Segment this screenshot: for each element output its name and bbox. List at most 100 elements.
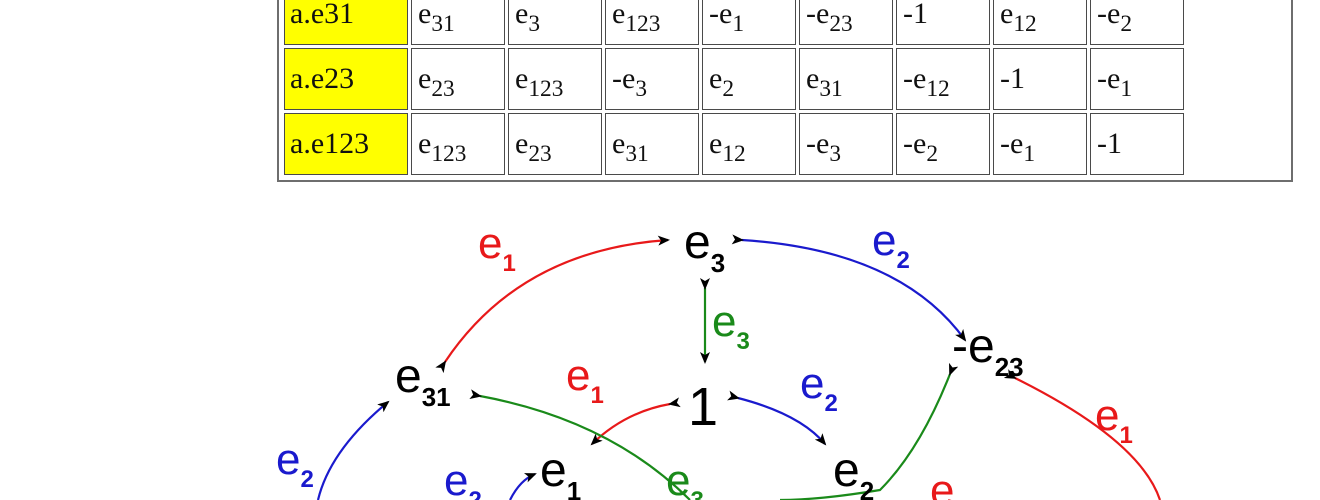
edge-neg-e23-right [1003,369,1162,500]
edge-e31-e3 [435,235,670,374]
node-base: 1 [688,377,718,437]
cell-subscript: 123 [625,11,661,38]
edge-label-base: e [566,351,590,400]
edge-label-lbl-e1-far-right: e1 [1095,391,1133,449]
edge-label-subscript: 1 [1119,422,1132,449]
cell-subscript: 1 [732,11,745,38]
table-cell: e123 [605,0,699,45]
node-one: 1 [688,377,718,437]
table-cell: e3 [508,0,602,45]
cell-base: e [719,0,733,30]
table-cell: -e1 [1090,48,1184,110]
edge-e31-green [469,389,691,500]
cell-subscript: 23 [528,141,552,168]
edge-label-base: e [1095,391,1119,440]
edge-label-lbl-e2-top: e2 [872,216,910,274]
cell-subscript: 3 [635,76,648,103]
table-cell: e12 [993,0,1087,45]
cell-subscript: 123 [528,76,564,103]
node-subscript: 3 [711,248,725,278]
edge-label-subscript: 3 [736,328,749,355]
cell-subscript: 123 [431,141,467,168]
table-cell: -e2 [1090,0,1184,45]
cell-base: e [709,127,723,160]
cell-subscript: 31 [625,141,649,168]
edge-label-lbl-e1-center: e1 [566,351,604,409]
edge-label-subscript: 2 [468,487,481,500]
table-cell: -e23 [799,0,893,45]
edge-label-subscript: 2 [824,390,837,417]
edge-e3-neg-e23 [731,234,967,342]
edge-label-lbl-e2-low: e2 [444,456,482,500]
edge-label-subscript: 3 [690,487,703,500]
cell-sign: - [1000,127,1010,160]
node-e1: e1 [540,444,581,500]
table-cell: -e1 [702,0,796,45]
cell-base: e [515,0,529,30]
cell-base: e [622,62,636,95]
edge-label-base: e [666,456,690,500]
edge-label-lbl-e1-low-right: e [930,466,954,500]
edge-e1-left [509,472,537,500]
cell-subscript: 2 [926,141,939,168]
edge-label-base: e [276,435,300,484]
edge-label-base: e [930,466,954,500]
table-cell: -1 [896,0,990,45]
table-cell: -e3 [605,48,699,110]
edge-e31-left [316,400,390,500]
cell-subscript: 12 [1013,11,1037,38]
cell-base: e [418,62,432,95]
cell-base: -1 [903,0,928,30]
cell-subscript: 2 [722,76,735,103]
node-subscript: 1 [567,476,581,500]
table-cell: e23 [508,113,602,175]
cell-subscript: 3 [829,141,842,168]
table-cell: e123 [508,48,602,110]
row-header: a.e31 [284,0,408,45]
cell-base: e [1010,127,1024,160]
cell-sign: - [1097,0,1107,30]
edge-label-lbl-e3-mid: e3 [712,297,750,355]
edge-one-e1 [590,397,681,446]
cell-base: e [816,0,830,30]
cell-subscript: 23 [829,11,853,38]
node-e3: e3 [684,216,725,278]
cell-base: -1 [1000,62,1025,95]
edge-one-e2 [727,390,827,446]
table-cell: -e2 [896,113,990,175]
table-cell: e23 [411,48,505,110]
cell-base: e [612,0,626,30]
edge-label-subscript: 2 [896,247,909,274]
row-header: a.e123 [284,113,408,175]
table-cell: e12 [702,113,796,175]
cell-base: -1 [1097,127,1122,160]
edge-label-lbl-e3-low: e3 [666,456,704,500]
cell-base: e [1107,62,1121,95]
cell-sign: - [612,62,622,95]
cell-base: e [612,127,626,160]
node-e2: e2 [833,444,874,500]
table-cell: e31 [411,0,505,45]
cell-base: e [418,0,432,30]
cell-base: e [418,127,432,160]
edge-label-subscript: 2 [300,466,313,493]
cell-base: e [806,62,820,95]
edge-label-subscript: 1 [590,382,603,409]
cell-subscript: 31 [431,11,455,38]
table-cell: -e3 [799,113,893,175]
edge-label-base: e [712,297,736,346]
node-base: e [833,444,860,497]
cell-subscript: 3 [528,11,541,38]
cell-subscript: 12 [926,76,950,103]
cell-base: e [515,62,529,95]
node-base: e [968,320,995,373]
row-header: a.e23 [284,48,408,110]
table-cell: e31 [605,113,699,175]
cell-sign: - [903,62,913,95]
